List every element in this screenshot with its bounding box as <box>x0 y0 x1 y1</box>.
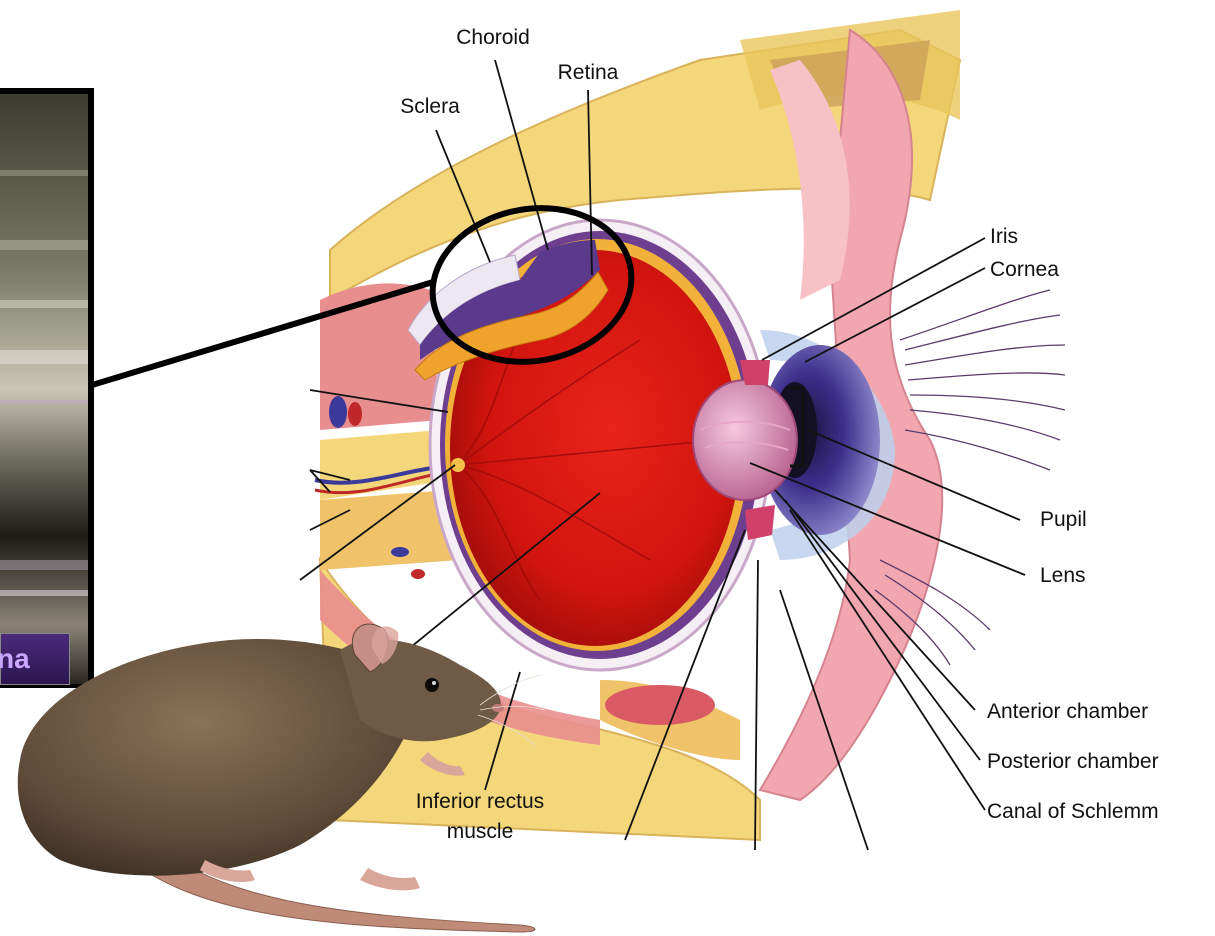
label-inferior-rectus-line1: Inferior rectus <box>416 790 544 813</box>
label-anterior-chamber: Anterior chamber <box>987 700 1148 723</box>
inset-caption-tag: na <box>0 633 70 685</box>
label-posterior-chamber: Posterior chamber <box>987 750 1159 773</box>
label-cornea: Cornea <box>990 258 1059 281</box>
label-retina: Retina <box>558 61 619 84</box>
label-iris: Iris <box>990 225 1018 248</box>
label-lens: Lens <box>1040 564 1086 587</box>
label-sclera: Sclera <box>400 95 460 118</box>
label-pupil: Pupil <box>1040 508 1087 531</box>
label-inferior-rectus-line2: muscle <box>447 820 514 843</box>
label-choroid: Choroid <box>456 26 530 49</box>
histology-inset <box>0 88 94 688</box>
label-canal-of-schlemm: Canal of Schlemm <box>987 800 1159 823</box>
inset-caption-text: na <box>0 643 30 675</box>
